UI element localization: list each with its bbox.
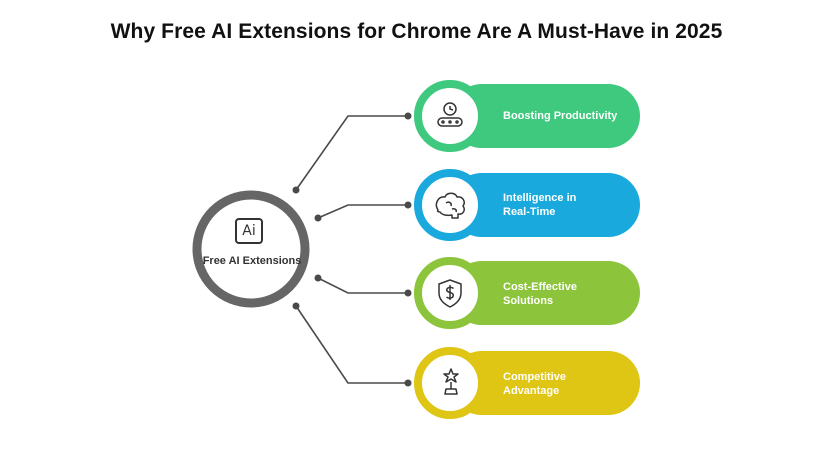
connector-4 bbox=[295, 305, 408, 384]
hub-ring bbox=[192, 190, 310, 308]
trophy-icon bbox=[443, 368, 459, 395]
item-label-boosting-productivity: Boosting Productivity bbox=[503, 110, 618, 122]
item-boosting-productivity bbox=[414, 80, 640, 152]
connectors bbox=[295, 115, 408, 384]
connector-2 bbox=[317, 204, 408, 219]
connector-dots bbox=[292, 112, 412, 387]
item-icon-ring bbox=[414, 169, 486, 241]
connector-3 bbox=[317, 277, 408, 294]
ai-logo-icon: Ai bbox=[235, 218, 263, 244]
dollar-shield-icon bbox=[438, 279, 462, 308]
item-intelligence-real-time bbox=[414, 169, 640, 241]
item-icon-ring bbox=[414, 80, 486, 152]
item-pill bbox=[450, 351, 640, 415]
hub-label: Free AI Extensions bbox=[202, 255, 302, 267]
item-pill bbox=[450, 261, 640, 325]
connector-dot bbox=[404, 379, 412, 387]
connector-1 bbox=[295, 115, 408, 191]
page-title: Why Free AI Extensions for Chrome Are A … bbox=[110, 20, 723, 43]
item-label-competitive-advantage: Competitive Advantage bbox=[503, 371, 566, 397]
connector-dot bbox=[314, 214, 322, 222]
item-pill bbox=[450, 173, 640, 237]
connector-dot bbox=[404, 112, 412, 120]
item-icon-ring bbox=[414, 347, 486, 419]
item-competitive-advantage bbox=[414, 347, 640, 419]
item-label-intelligence-real-time: Intelligence in Real-Time bbox=[503, 192, 577, 218]
connector-dot bbox=[314, 274, 322, 282]
connector-dot bbox=[292, 302, 300, 310]
item-label-cost-effective: Cost-Effective Solutions bbox=[503, 281, 577, 307]
item-pill bbox=[450, 84, 640, 148]
brain-icon bbox=[435, 192, 465, 219]
connector-dot bbox=[404, 289, 412, 297]
connector-dot bbox=[292, 186, 300, 194]
connector-dot bbox=[404, 201, 412, 209]
conveyor-clock-icon bbox=[437, 102, 463, 127]
